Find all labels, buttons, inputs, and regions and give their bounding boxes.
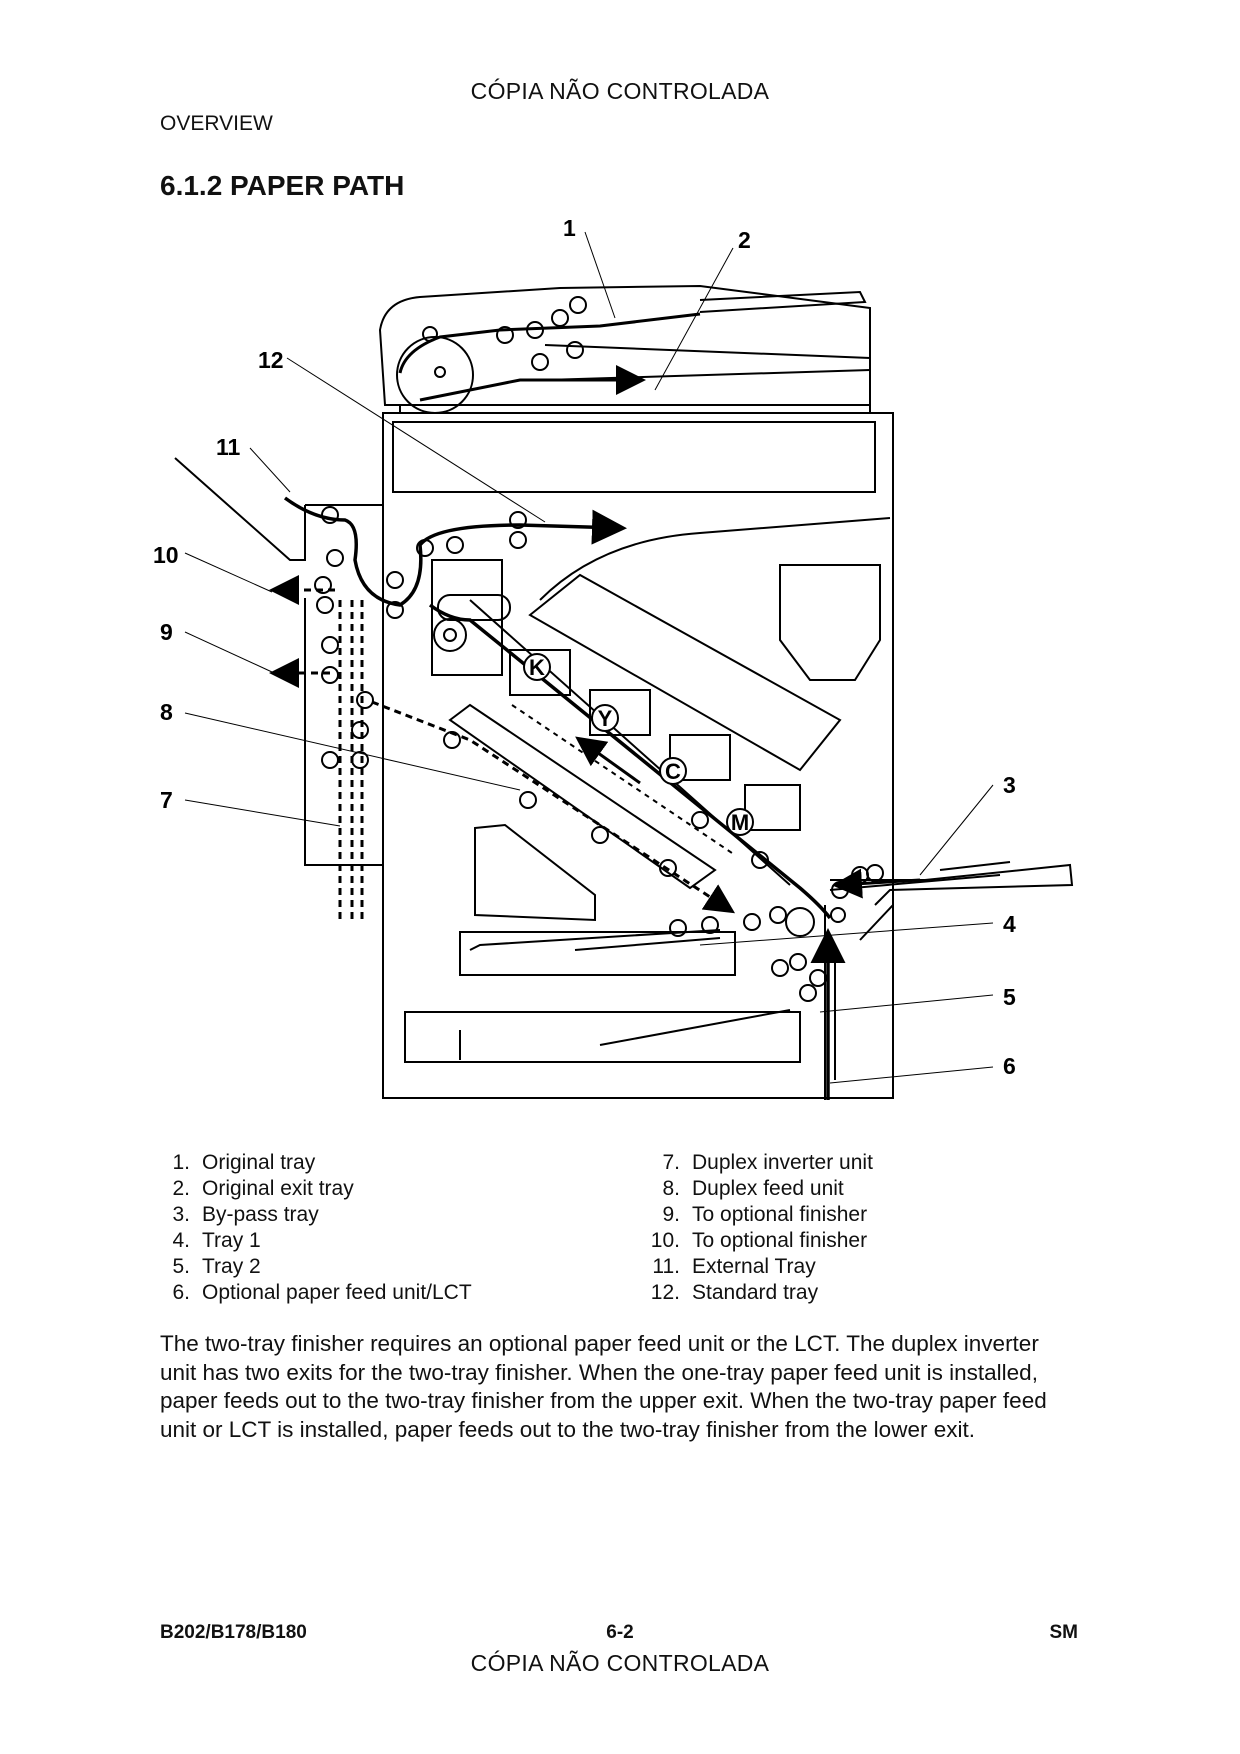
description-paragraph: The two-tray finisher requires an option…	[160, 1331, 1047, 1442]
paper-path-duplex	[371, 700, 736, 914]
leader-lines	[184, 231, 994, 1084]
callout-12: 12	[258, 347, 284, 373]
callout-11: 11	[216, 434, 241, 460]
legend-left: 1.Original tray 2.Original exit tray 3.B…	[172, 1151, 472, 1304]
footer-code: SM	[1049, 1622, 1079, 1643]
watermark-top: CÓPIA NÃO CONTROLADA	[470, 78, 770, 104]
callout-1: 1	[563, 215, 576, 241]
toner-m-label: M	[731, 810, 749, 835]
paper-path-main	[283, 496, 627, 607]
toner-y-label: Y	[598, 706, 613, 731]
footer-page-number: 6-2	[606, 1622, 634, 1643]
page-title: 6.1.2 PAPER PATH	[160, 170, 405, 201]
callout-4: 4	[1003, 911, 1016, 937]
footer-model: B202/B178/B180	[160, 1622, 307, 1643]
main-body	[174, 412, 1074, 1100]
legend-right: 7.Duplex inverter unit 8.Duplex feed uni…	[650, 1151, 873, 1304]
callout-7: 7	[160, 787, 173, 813]
section-label: OVERVIEW	[160, 112, 273, 135]
callout-2: 2	[738, 227, 751, 253]
paper-path-diagram: K Y C M 1 2 3 4 5 6 7 8 9 10 11 12	[153, 215, 1074, 1100]
callout-6: 6	[1003, 1053, 1016, 1079]
callout-8: 8	[160, 699, 173, 725]
callout-9: 9	[160, 619, 173, 645]
callout-3: 3	[1003, 772, 1016, 798]
toner-k-label: K	[529, 655, 545, 680]
watermark-bottom: CÓPIA NÃO CONTROLADA	[470, 1650, 770, 1676]
toner-c-label: C	[665, 759, 681, 784]
callout-10: 10	[153, 542, 179, 568]
callout-5: 5	[1003, 984, 1016, 1010]
